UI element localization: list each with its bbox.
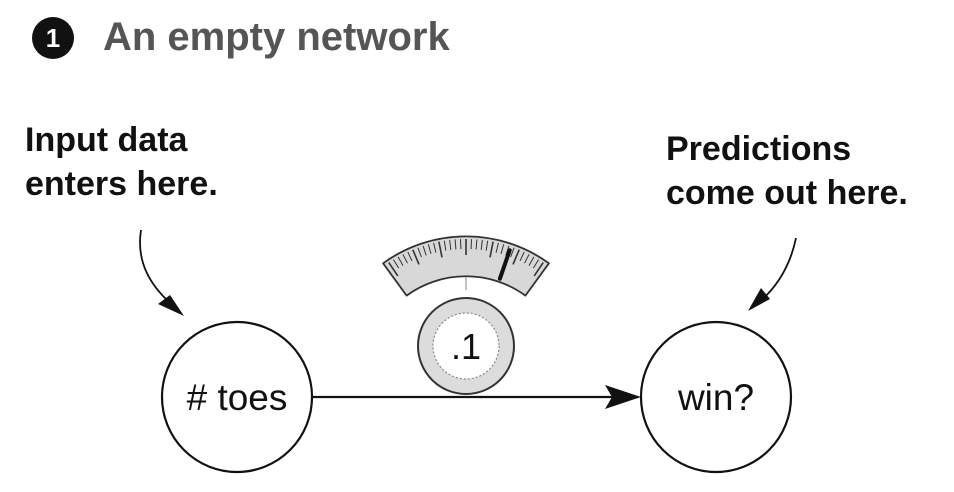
gauge-tick [500, 244, 505, 255]
gauge-tick [454, 239, 457, 250]
input-annotation-line1: Input data [25, 121, 189, 159]
input-annotation-line2: enters here. [25, 165, 218, 203]
gauge-tick [510, 247, 515, 258]
output-pointer-arrowhead [748, 288, 770, 311]
knob-inner-face [432, 312, 500, 380]
input-pointer-arrowhead [158, 295, 184, 316]
input-node-label: # toes [187, 377, 288, 418]
title-group: 1 An empty network [32, 15, 450, 59]
connection [313, 385, 641, 409]
gauge-tick [407, 251, 413, 262]
gauge-ticks [388, 239, 544, 277]
gauge-tick [402, 254, 408, 264]
weight-knob: .1 [417, 297, 515, 395]
step-number-badge [32, 17, 74, 59]
output-annotation: Predictions come out here. [666, 130, 908, 311]
gauge-tick [533, 262, 544, 277]
gauge-tick [449, 239, 452, 250]
weight-value: .1 [451, 326, 481, 367]
output-node: win? [639, 320, 793, 474]
gauge-tick [412, 249, 420, 265]
gauge-tick [512, 249, 520, 265]
gauge-tick [528, 256, 535, 266]
gauge-tick [480, 239, 483, 250]
output-annotation-line1: Predictions [666, 130, 851, 168]
gauge-tick [495, 242, 499, 253]
input-pointer-arrow [139, 229, 178, 310]
gauge-tick [489, 241, 494, 258]
output-annotation-line2: come out here. [666, 174, 908, 212]
page-title: An empty network [103, 15, 450, 59]
gauge-tick [397, 256, 404, 266]
gauge-tick [443, 240, 447, 251]
gauge-tick [485, 240, 489, 251]
gauge-tick [475, 239, 478, 250]
input-annotation: Input data enters here. [25, 121, 218, 316]
gauge-tick [519, 251, 525, 262]
gauge-tick [532, 259, 540, 269]
gauge-tick [433, 242, 437, 253]
connection-arrowhead [605, 385, 641, 409]
gauge-tick [422, 245, 427, 256]
output-node-circle [639, 320, 793, 474]
gauge-tick [427, 244, 432, 255]
gauge-tick [505, 245, 510, 256]
gauge-tick [388, 262, 399, 277]
output-node-label: win? [677, 377, 754, 418]
gauge-tick [417, 247, 422, 258]
input-node-circle [160, 320, 314, 474]
gauge-tick [438, 241, 443, 258]
gauge-needle [497, 248, 512, 281]
step-number: 1 [46, 23, 60, 53]
gauge-tick [524, 254, 530, 264]
weight-gauge [382, 235, 550, 297]
gauge-tick [392, 259, 400, 269]
input-node: # toes [160, 320, 314, 474]
